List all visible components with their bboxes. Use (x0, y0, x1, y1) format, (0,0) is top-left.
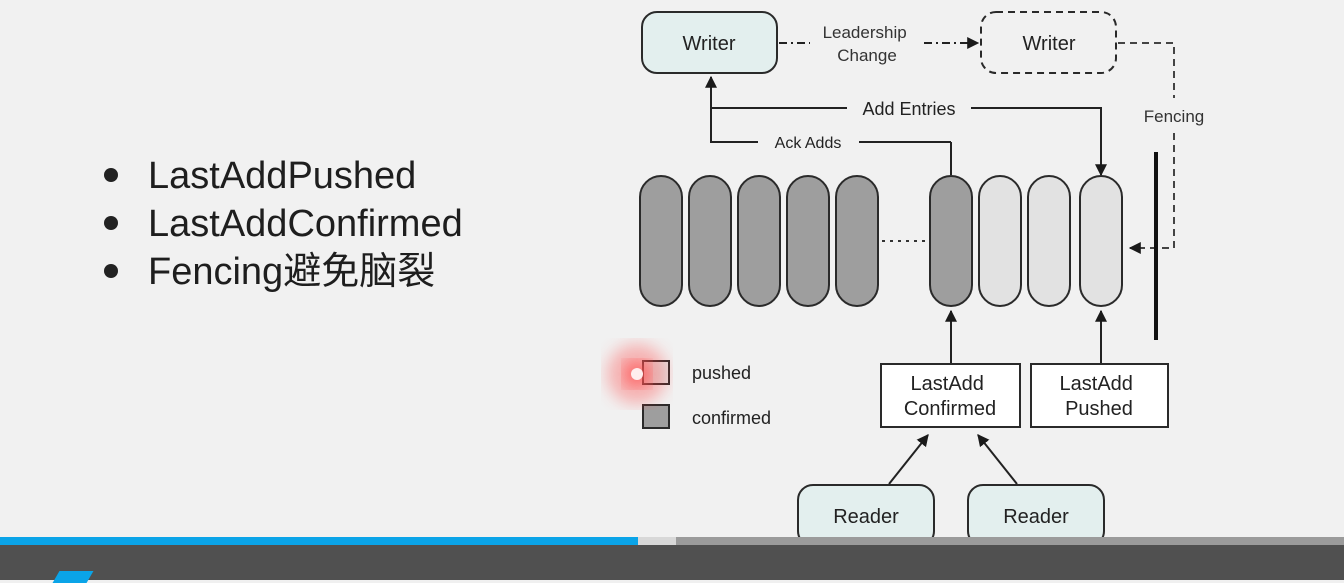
video-progress-bar[interactable] (0, 537, 1344, 545)
legend-confirmed-label: confirmed (692, 408, 771, 428)
last-add-pushed-label: LastAdd Pushed (1060, 373, 1139, 420)
entry-confirmed (737, 175, 781, 307)
new-writer-node (980, 11, 1117, 74)
last-add-confirmed-box (880, 363, 1021, 428)
fencing-path (1118, 42, 1175, 98)
entry-confirmed (639, 175, 683, 307)
reader2-arrow (977, 434, 1018, 485)
lac-line-2: Confirmed (904, 398, 996, 420)
last-add-pushed-box (1030, 363, 1169, 428)
slide: LastAddPushed LastAddConfirmed Fencing避免… (104, 11, 1205, 540)
bullet-text: LastAddConfirmed (148, 203, 463, 245)
legend-confirmed-swatch (642, 404, 670, 429)
entry-confirmed (786, 175, 830, 307)
bullet-dot (104, 167, 118, 182)
entry-last-confirmed (929, 175, 973, 307)
entry-confirmed (835, 175, 879, 307)
leadership-line-1: Leadership (823, 23, 907, 42)
entry-last-pushed (1079, 175, 1123, 307)
fencing-label: Fencing (1144, 107, 1204, 126)
add-entries-label: Add Entries (862, 99, 955, 119)
entry-pushed (978, 175, 1022, 307)
leadership-change-label: Leadership Change (823, 23, 912, 65)
new-writer-label: Writer (1023, 33, 1076, 55)
reader-node (967, 484, 1105, 540)
lap-line-2: Pushed (1065, 398, 1133, 420)
lac-line-1: LastAdd (911, 373, 984, 395)
writer-label: Writer (683, 33, 736, 55)
bullet-dot (104, 215, 118, 230)
bullet-item: Fencing避免脑裂 (104, 248, 463, 296)
reader1-arrow (888, 434, 929, 485)
entry-confirmed (688, 175, 732, 307)
bullet-text: Fencing避免脑裂 (148, 251, 436, 293)
writer-node (641, 11, 778, 74)
leadership-line-2: Change (837, 46, 897, 65)
laser-pointer (607, 344, 667, 404)
player-logo-icon (52, 571, 94, 583)
ledger-diagram: Writer Writer Leadership Change Fencing … (607, 11, 1204, 540)
ack-adds-label: Ack Adds (775, 135, 842, 152)
entry-pushed (1027, 175, 1071, 307)
video-progress-fill (0, 537, 639, 545)
reader-label: Reader (833, 506, 899, 528)
bullet-dot (104, 263, 118, 278)
lap-line-1: LastAdd (1060, 373, 1133, 395)
reader-label: Reader (1003, 506, 1069, 528)
last-add-confirmed-label: LastAdd Confirmed (904, 373, 996, 420)
ack-adds-arrow (705, 75, 758, 143)
reader-node (797, 484, 935, 540)
bullet-item: LastAddPushed (104, 152, 463, 200)
legend-pushed-label: pushed (692, 363, 751, 383)
add-entries-arrow (971, 107, 1107, 177)
bullet-list: LastAddPushed LastAddConfirmed Fencing避免… (104, 152, 463, 296)
bullet-item: LastAddConfirmed (104, 200, 463, 248)
video-player-bar (0, 537, 1344, 583)
fencing-arrow (1128, 133, 1175, 254)
bullet-text: LastAddPushed (148, 155, 417, 197)
